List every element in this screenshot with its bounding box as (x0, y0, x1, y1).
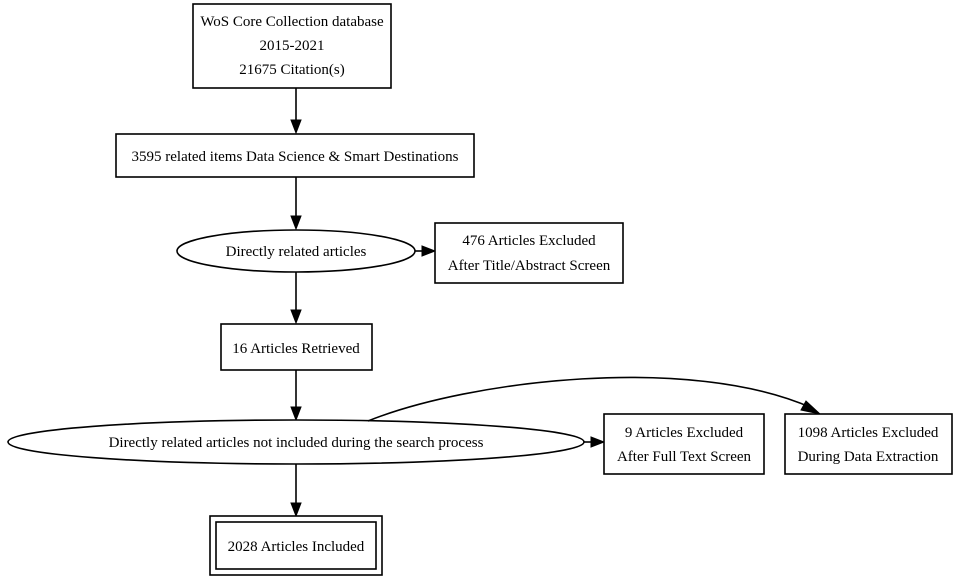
arrowhead (290, 119, 302, 135)
source-box (192, 3, 392, 89)
edge-curve (367, 376, 813, 422)
node-source-database: WoS Core Collection database 2015-2021 2… (192, 3, 392, 89)
source-line-1: WoS Core Collection database (200, 14, 384, 30)
node-excluded-full-text: 9 Articles Excluded After Full Text Scre… (603, 413, 765, 475)
arrowhead (290, 502, 302, 518)
arrowhead (290, 309, 302, 325)
arrowhead (421, 245, 437, 257)
edge-directly-to-retrieved (290, 272, 302, 325)
excluded-data-extraction-line-1: 1098 Articles Excluded (798, 425, 939, 441)
arrowhead (290, 406, 302, 422)
related-items-label: 3595 related items Data Science & Smart … (132, 149, 459, 165)
node-not-included: Directly related articles not included d… (7, 419, 585, 465)
edge-retrieved-to-not-included (290, 370, 302, 422)
node-directly-related: Directly related articles (176, 229, 416, 273)
node-excluded-data-extraction: 1098 Articles Excluded During Data Extra… (784, 413, 953, 475)
excluded-full-text-line-1: 9 Articles Excluded (625, 425, 744, 441)
edge-not-included-to-data-extraction (367, 376, 822, 422)
excluded-data-extraction-box (784, 413, 953, 475)
excluded-full-text-box (603, 413, 765, 475)
arrowhead (590, 436, 606, 448)
excluded-full-text-line-2: After Full Text Screen (617, 449, 752, 465)
node-retrieved: 16 Articles Retrieved (220, 323, 373, 371)
retrieved-box (220, 323, 373, 371)
excluded-title-line-1: 476 Articles Excluded (462, 233, 596, 249)
node-excluded-title-abstract: 476 Articles Excluded After Title/Abstra… (434, 222, 624, 284)
node-related-items: 3595 related items Data Science & Smart … (115, 133, 475, 178)
retrieved-label: 16 Articles Retrieved (232, 341, 360, 357)
excluded-title-box (434, 222, 624, 284)
edge-source-to-related (290, 88, 302, 135)
node-included: 2028 Articles Included (209, 515, 383, 576)
edge-not-included-to-full-text (584, 436, 606, 448)
edge-directly-to-excluded-title (415, 245, 437, 257)
not-included-label: Directly related articles not included d… (109, 435, 484, 451)
arrowhead (290, 215, 302, 231)
edge-related-to-directly (290, 177, 302, 231)
included-inner-box (215, 521, 377, 570)
included-label: 2028 Articles Included (228, 539, 365, 555)
directly-related-label: Directly related articles (226, 244, 367, 260)
edge-not-included-to-included (290, 464, 302, 518)
related-items-box (115, 133, 475, 178)
excluded-title-line-2: After Title/Abstract Screen (448, 258, 611, 274)
arrowhead (800, 400, 822, 415)
source-line-2: 2015-2021 (260, 38, 325, 54)
source-line-3: 21675 Citation(s) (239, 62, 344, 78)
excluded-data-extraction-line-2: During Data Extraction (798, 449, 939, 465)
